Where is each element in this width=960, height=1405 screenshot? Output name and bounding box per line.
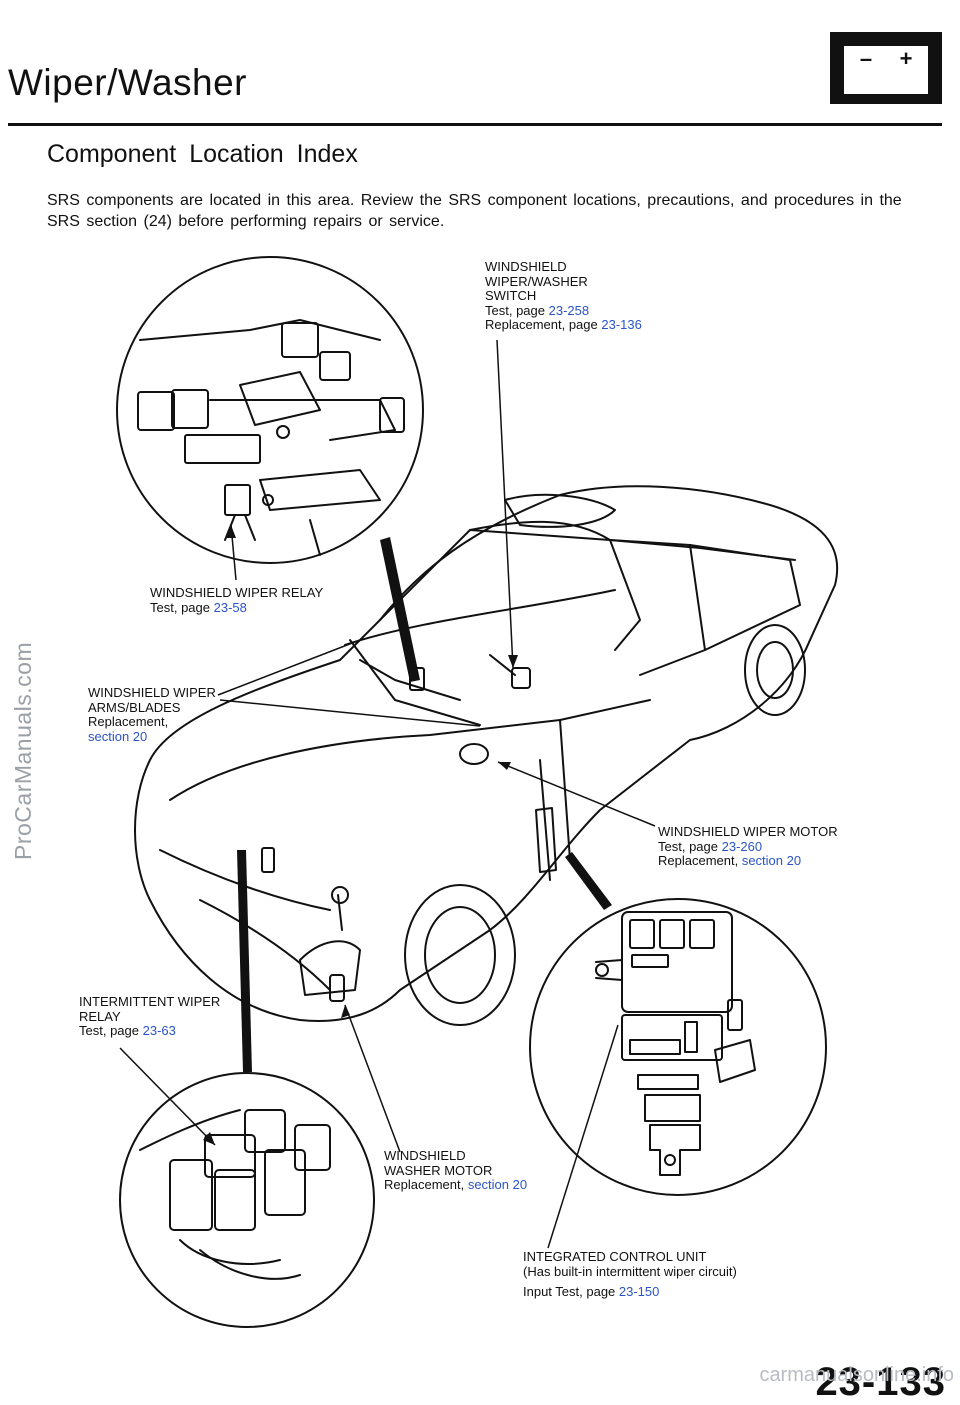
intro-paragraph: SRS components are located in this area.… <box>47 192 902 230</box>
intermittent-name: INTERMITTENT WIPER RELAY <box>79 994 221 1024</box>
relay-name: WINDSHIELD WIPER RELAY <box>150 585 324 600</box>
switch-name: WINDSHIELD WIPER/WASHER SWITCH <box>485 259 588 304</box>
motor-repl-link[interactable]: section 20 <box>741 853 802 869</box>
switch-repl-prefix: Replacement, page <box>485 317 602 333</box>
switch-detail-inset <box>116 256 424 564</box>
icu-test-prefix: Input Test, page <box>523 1284 619 1300</box>
icu-name: INTEGRATED CONTROL UNIT <box>523 1249 707 1264</box>
relay-test-prefix: Test, page <box>150 599 214 615</box>
icu-test-link[interactable]: 23-150 <box>618 1284 660 1300</box>
section-subtitle: Component Location Index <box>47 140 358 168</box>
page-title: Wiper/Washer <box>8 62 248 103</box>
switch-repl-link[interactable]: 23-136 <box>601 317 642 333</box>
relay-test-link[interactable]: 23-58 <box>213 599 247 615</box>
car-body-drawing <box>134 485 839 1026</box>
arms-repl-prefix: Replacement, <box>88 714 169 730</box>
label-wiper-washer-switch: WINDSHIELD WIPER/WASHER SWITCH Test, pag… <box>485 259 642 333</box>
arms-repl-link[interactable]: section 20 <box>88 728 148 744</box>
washer-name: WINDSHIELD WASHER MOTOR <box>384 1148 493 1178</box>
label-washer-motor: WINDSHIELD WASHER MOTOR Replacement, sec… <box>384 1148 528 1193</box>
label-wiper-motor: WINDSHIELD WIPER MOTOR Test, page 23-260… <box>658 824 838 869</box>
label-integrated-control-unit: INTEGRATED CONTROL UNIT (Has built-in in… <box>523 1249 737 1300</box>
battery-plus: + <box>900 46 913 71</box>
washer-repl-link[interactable]: section 20 <box>467 1177 528 1193</box>
label-wiper-relay: WINDSHIELD WIPER RELAY Test, page 23-58 <box>150 585 324 615</box>
battery-icon: – + <box>830 32 942 104</box>
motor-repl-prefix: Replacement, <box>658 853 742 869</box>
side-watermark: ProCarManuals.com <box>10 641 36 860</box>
intermittent-test-link[interactable]: 23-63 <box>142 1023 176 1039</box>
icu-note: (Has built-in intermittent wiper circuit… <box>523 1263 737 1279</box>
arms-name: WINDSHIELD WIPER ARMS/BLADES <box>88 685 216 715</box>
label-intermittent-relay: INTERMITTENT WIPER RELAY Test, page 23-6… <box>79 994 221 1039</box>
switch-test-link[interactable]: 23-258 <box>548 302 590 318</box>
motor-test-prefix: Test, page <box>658 838 722 854</box>
icu-inset <box>529 898 827 1196</box>
washer-repl-prefix: Replacement, <box>384 1177 468 1193</box>
intermittent-relay-inset <box>119 1072 375 1328</box>
header-rule <box>8 123 942 126</box>
intermittent-test-prefix: Test, page <box>79 1023 143 1039</box>
footer-watermark: carmanualsonline.info <box>759 1364 954 1386</box>
motor-test-link[interactable]: 23-260 <box>721 838 763 854</box>
motor-name: WINDSHIELD WIPER MOTOR <box>658 824 838 839</box>
battery-minus: – <box>860 46 872 71</box>
switch-test-prefix: Test, page <box>485 302 549 318</box>
label-wiper-arms: WINDSHIELD WIPER ARMS/BLADES Replacement… <box>88 685 216 744</box>
